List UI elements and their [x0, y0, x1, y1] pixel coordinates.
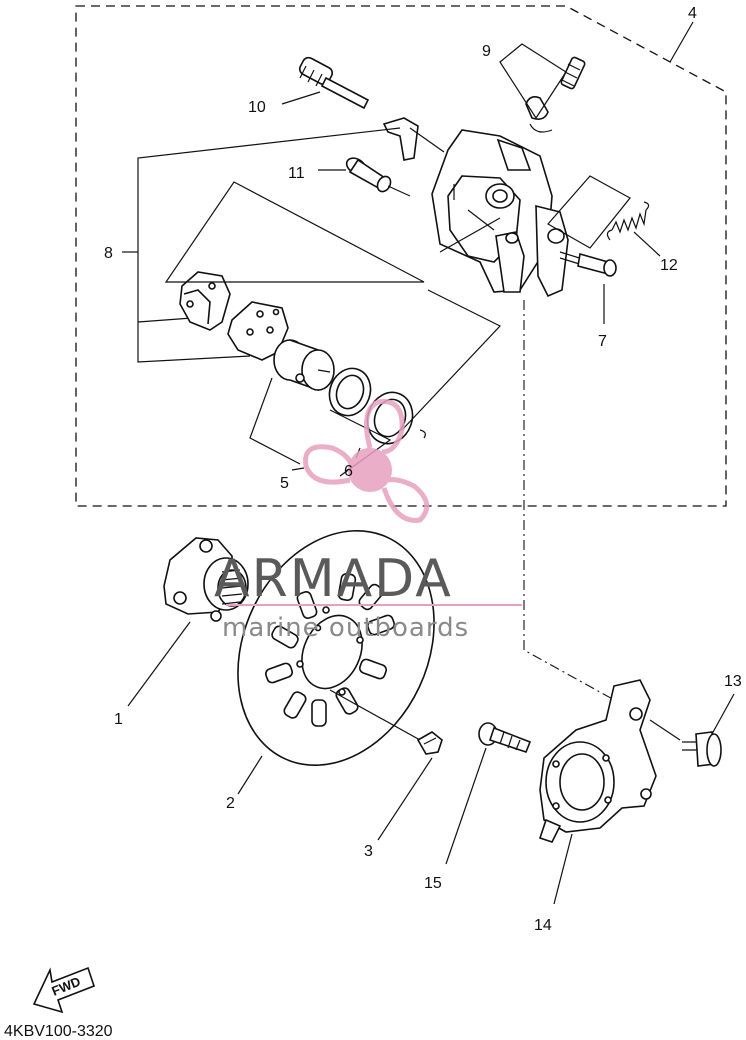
part-10-bolt: [298, 56, 370, 110]
leader-10: [281, 91, 321, 105]
pad-guide-lines: [164, 181, 501, 283]
callout-1: 1: [114, 711, 123, 728]
callout-14: 14: [534, 917, 552, 934]
leader-13: [711, 693, 735, 735]
leader-15: [445, 747, 487, 865]
alignment-line: [523, 300, 637, 713]
caliper-assembly-boundary: [75, 5, 727, 507]
callout-10: 10: [248, 99, 266, 116]
callout-11: 11: [288, 165, 305, 182]
leader-1: [127, 621, 191, 707]
part-11-pin: [345, 157, 411, 197]
callout-4: 4: [688, 5, 697, 22]
part-8-brake-pad-outer: [179, 271, 231, 331]
leader-3: [377, 757, 433, 841]
caliper-body: [431, 129, 569, 298]
watermark-brand: ARMADA: [214, 549, 453, 609]
callout-3: 3: [364, 843, 373, 860]
leader-2: [237, 755, 263, 795]
part-5-piston-seal: [328, 367, 372, 417]
callout-8: 8: [104, 245, 113, 262]
pad-spring-clip: [382, 117, 419, 161]
boundary-leader-4: [669, 21, 694, 63]
leader-9: [499, 43, 567, 120]
leader-14: [553, 833, 573, 905]
part-2-brake-disc: [237, 529, 435, 767]
part-5-piston: [273, 339, 335, 392]
callout-6: 6: [344, 463, 353, 480]
part-1-hub-adapter: [163, 537, 249, 622]
watermark-tagline: marine outboards: [222, 613, 469, 643]
callout-15: 15: [424, 875, 442, 892]
callout-2: 2: [226, 795, 235, 812]
armada-logo: [303, 399, 430, 523]
part-14-caliper-bracket: [538, 679, 657, 843]
part-12-spring: [606, 201, 650, 241]
leader-8-bracket: [137, 127, 401, 363]
part-8-brake-pad-inner: [227, 301, 289, 361]
leader-12: [633, 231, 661, 257]
bracket-bolt-line: [649, 719, 681, 741]
callout-12: 12: [660, 257, 678, 274]
part-9-bleed-screw: [525, 56, 586, 133]
piston-guide-lines: [249, 289, 501, 477]
disc-axis-line: [329, 689, 421, 741]
callout-9: 9: [482, 43, 491, 60]
callout-13: 13: [724, 673, 742, 690]
callout-7: 7: [598, 333, 607, 350]
callout-5: 5: [280, 475, 289, 492]
leader-5: [291, 467, 305, 471]
part-15-bolt: [478, 722, 532, 753]
drawing-code: 4KBV100-3320: [4, 1023, 113, 1040]
leader-12-box: [547, 175, 631, 249]
part-7-bolt: [559, 251, 617, 277]
part-13-bolt: [682, 731, 722, 767]
part-3-screw: [416, 731, 443, 755]
fwd-arrow: FWD: [32, 966, 95, 1014]
